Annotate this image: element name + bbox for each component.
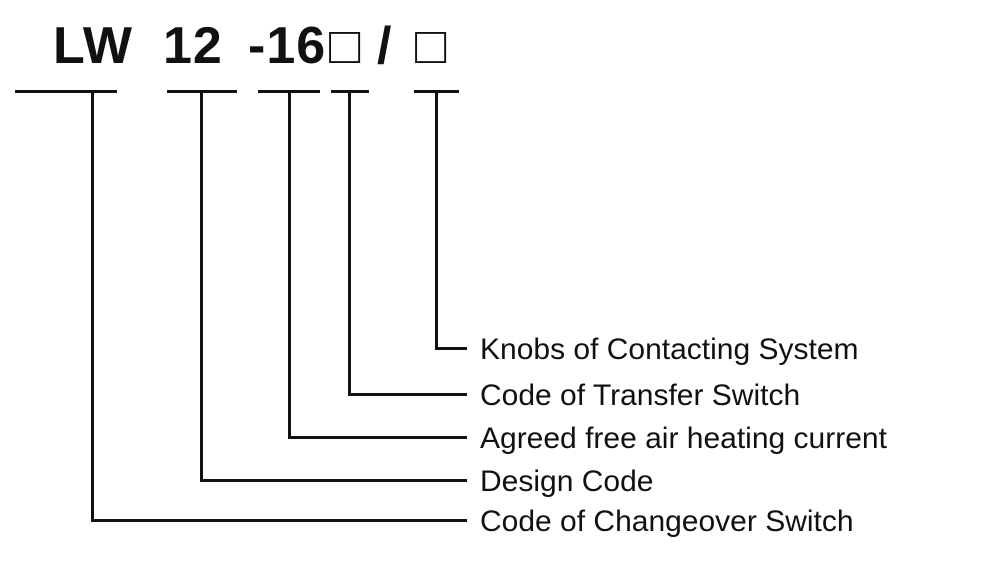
leader-horizontal-series: [91, 519, 467, 522]
callout-changeover-switch-code: Code of Changeover Switch: [480, 505, 854, 538]
leader-horizontal-knob-box: [435, 347, 467, 350]
code-knob-box: □: [415, 17, 448, 75]
leader-vertical-transfer-box: [348, 90, 351, 396]
leader-horizontal-transfer-box: [348, 393, 467, 396]
code-series-text: LW: [53, 17, 133, 75]
leader-vertical-design-number: [200, 90, 203, 482]
code-transfer-switch-box: □: [329, 17, 362, 75]
leader-horizontal-design-number: [200, 479, 467, 482]
callout-knobs-contacting-system: Knobs of Contacting System: [480, 333, 859, 366]
leader-vertical-current-rating: [288, 90, 291, 439]
leader-vertical-series: [91, 90, 94, 522]
callout-free-air-heating-current: Agreed free air heating current: [480, 422, 887, 455]
leader-vertical-knob-box: [435, 90, 438, 350]
underline-series: [15, 90, 117, 93]
code-slash-separator: /: [377, 17, 393, 75]
callout-transfer-switch-code: Code of Transfer Switch: [480, 379, 801, 412]
code-design-number-text: 12: [163, 17, 223, 75]
callout-design-code: Design Code: [480, 465, 654, 498]
leader-horizontal-current-rating: [288, 436, 467, 439]
code-current-rating-text: -16: [248, 17, 327, 75]
